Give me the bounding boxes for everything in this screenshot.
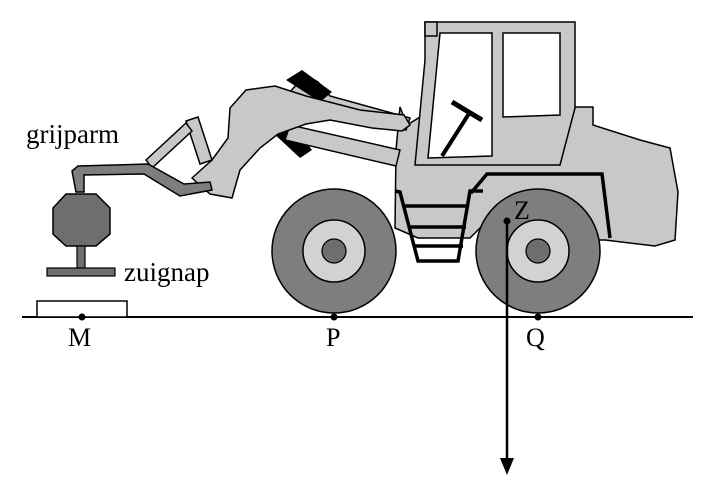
label-p: P [326,323,340,352]
gripper-head [52,193,111,247]
arm-brace [144,121,194,170]
rear-window [502,32,561,118]
front-window [427,32,493,159]
body-stripe [469,172,612,239]
label-q: Q [526,323,545,352]
label-grijparm: grijparm [26,119,119,149]
boom-post [185,116,213,165]
lower-link [284,124,401,167]
rear-wheel [271,188,397,314]
boom [190,85,411,199]
steering-column [440,110,472,158]
label-zuignap: zuignap [124,257,209,287]
front-wheel [475,188,601,314]
cabin-top-notch [424,21,438,37]
step-ladder [394,189,483,263]
point-p-dot [330,313,338,321]
point-z-dot [503,217,511,225]
point-m-dot [78,313,86,321]
point-q-dot [534,313,542,321]
suction-pad [46,267,116,277]
gravity-arrow-head [500,458,514,475]
label-m: M [68,323,91,352]
steering-wheel [450,99,484,123]
suction-stem [76,245,86,269]
gripper-arm [71,163,213,197]
hydraulic-cylinder-top [286,70,332,102]
label-z: Z [514,196,530,225]
